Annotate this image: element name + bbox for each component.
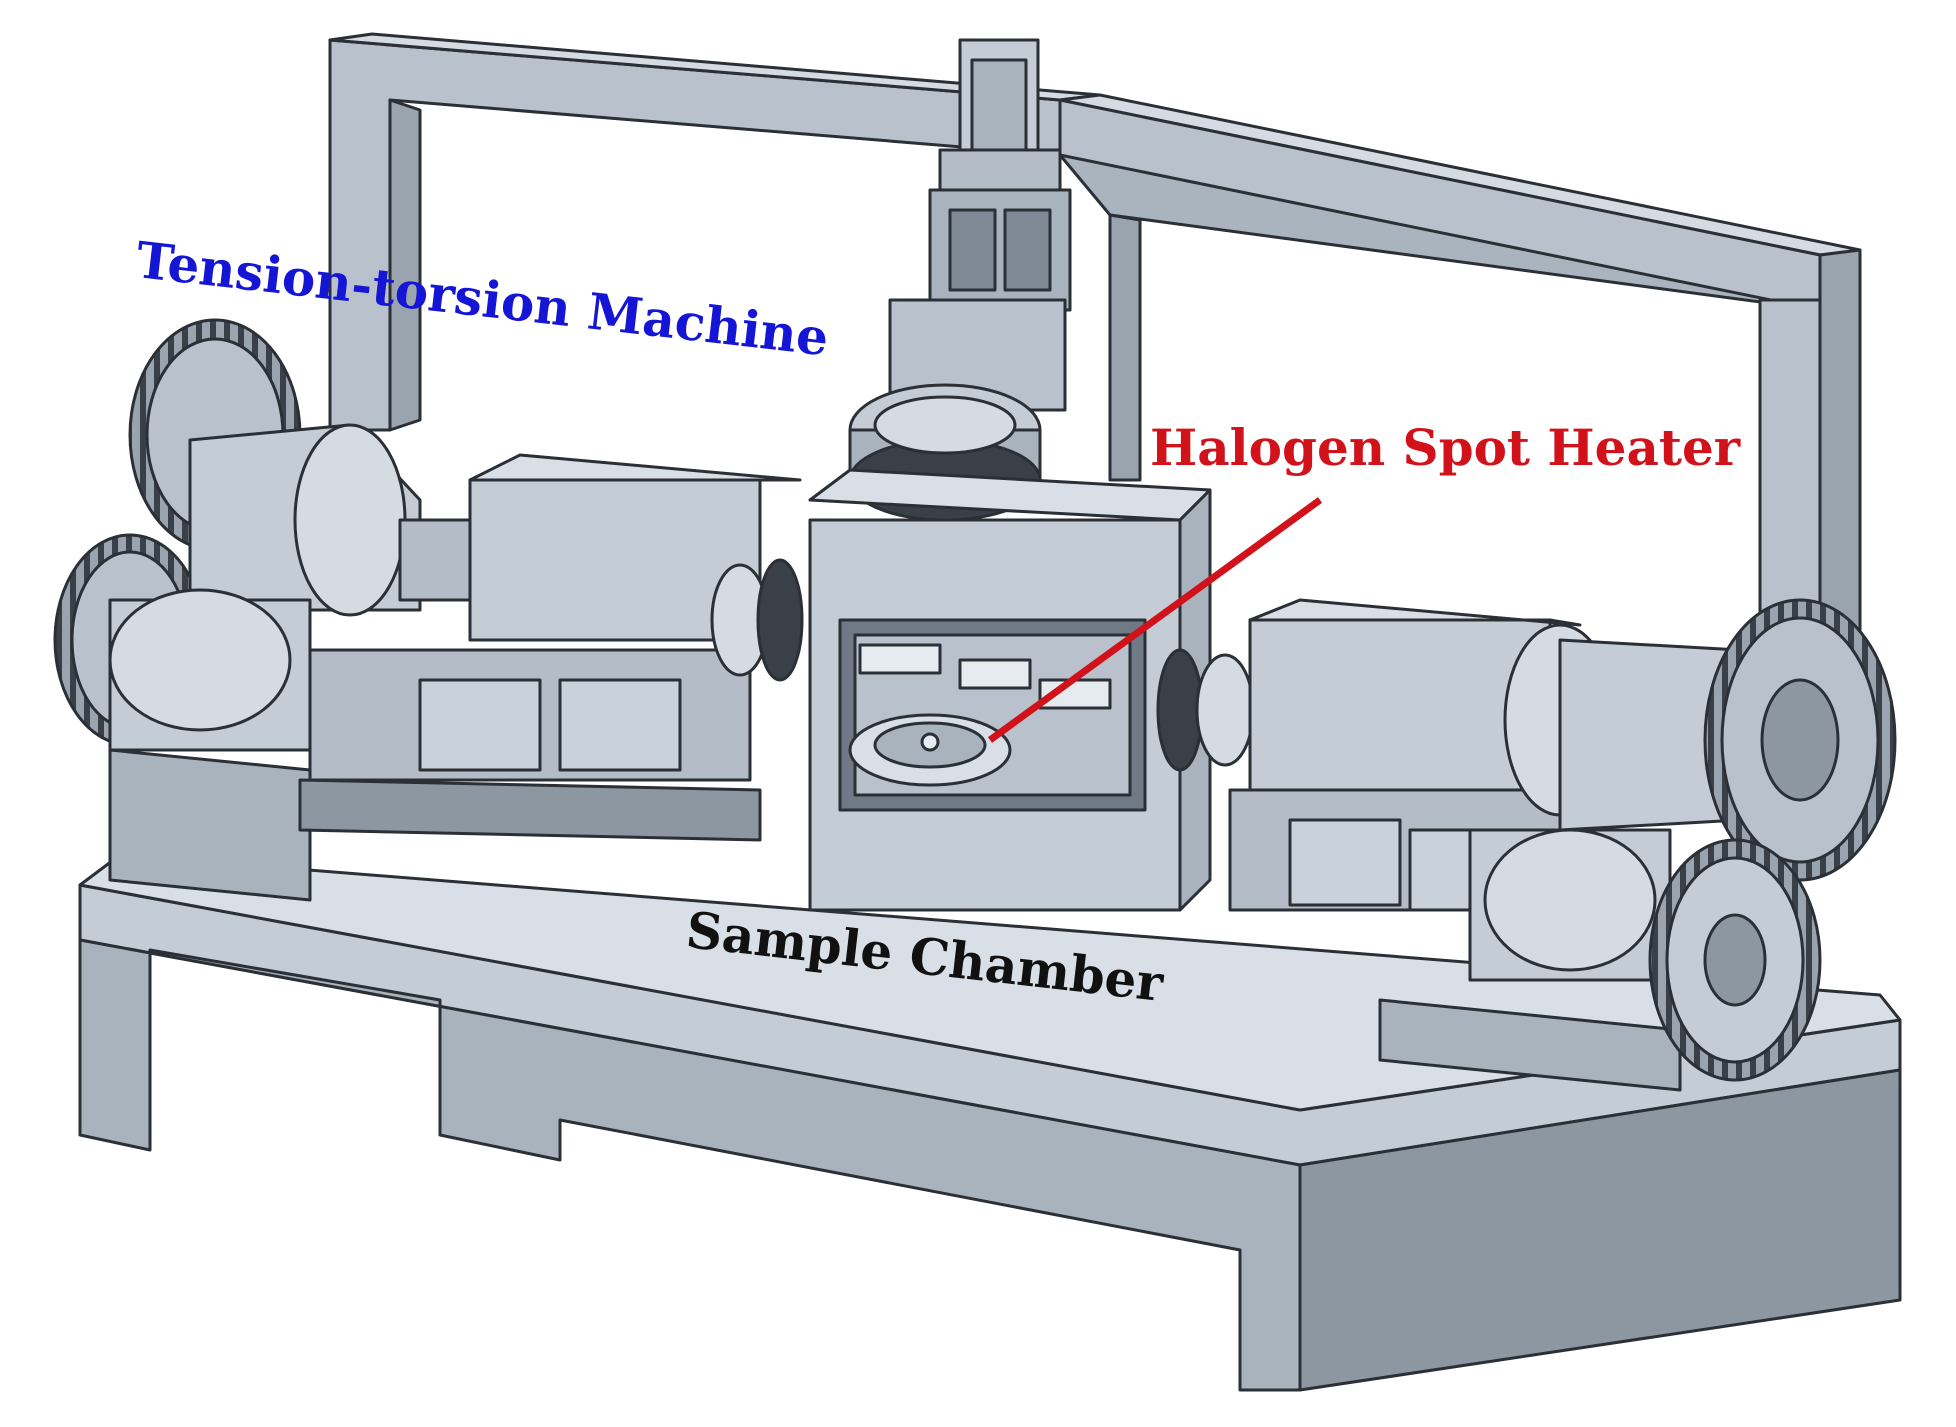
sample-chamber <box>808 468 1212 912</box>
left-drive-assembly <box>53 318 804 902</box>
vertical-actuator <box>848 38 1072 522</box>
right-drive-assembly <box>1156 598 1897 1092</box>
heater-pointer-line <box>987 497 1323 743</box>
halogen-spot-heater-label: Halogen Spot Heater <box>1150 418 1741 477</box>
